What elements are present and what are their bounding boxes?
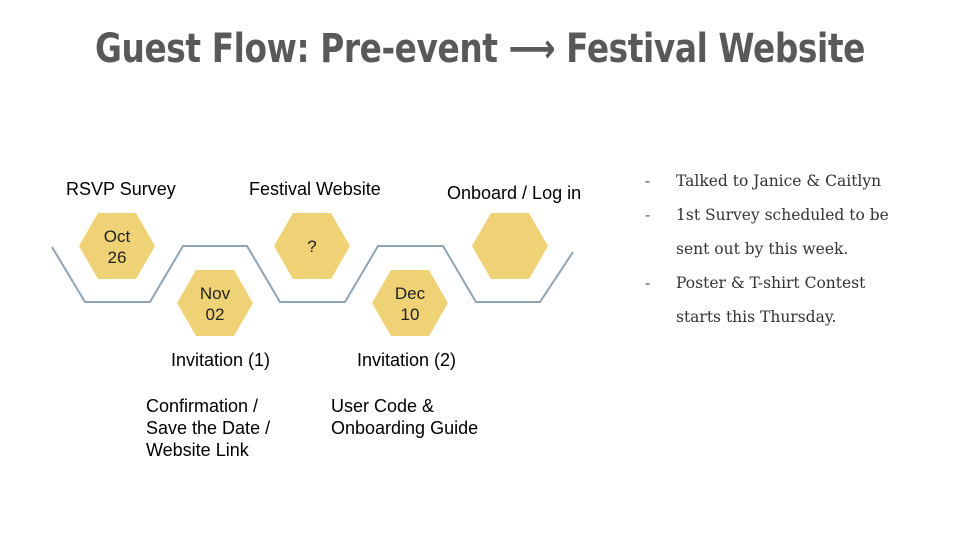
notes-list-item: - Talked to Janice & Caitlyn <box>645 164 945 198</box>
bullet-dash: - <box>645 274 651 292</box>
description-line: Save the Date / <box>146 418 271 438</box>
step-description-invitation-1: Confirmation / Save the Date / Website L… <box>146 395 270 461</box>
step-label-onboard-log-in: Onboard / Log in <box>447 183 582 203</box>
hexagon-festival-website <box>274 213 350 279</box>
hexagon-onboard <box>472 213 548 279</box>
hexagon-date-nov-02: Nov 02 <box>175 283 255 325</box>
hexagon-date-dec-10: Dec 10 <box>370 283 450 325</box>
note-text: sent out by this week. <box>676 240 849 258</box>
hexagon-date-month: Nov <box>199 284 231 303</box>
notes-list-item: - Poster & T-shirt Contest <box>645 266 945 300</box>
step-description-invitation-2: User Code & Onboarding Guide <box>331 395 478 439</box>
description-line: Confirmation / <box>146 396 259 416</box>
note-text: 1st Survey scheduled to be <box>676 206 889 224</box>
description-line: Onboarding Guide <box>331 418 479 438</box>
hexagon-date-day: 26 <box>107 248 127 267</box>
notes-list-continuation: sent out by this week. <box>645 232 945 266</box>
bullet-dash: - <box>645 172 651 190</box>
slide-title: Guest Flow: Pre-event ⟶ Festival Website <box>95 26 865 72</box>
notes-list-continuation: starts this Thursday. <box>645 300 945 334</box>
hexagon-oct-26 <box>79 213 155 279</box>
hexagon-date-day: 10 <box>400 305 420 324</box>
step-label-invitation-2: Invitation (2) <box>357 350 457 370</box>
hexagon-date-day: 02 <box>205 305 225 324</box>
description-line: User Code & <box>331 396 435 416</box>
note-text: Poster & T-shirt Contest <box>676 274 866 292</box>
notes-list-item: - 1st Survey scheduled to be <box>645 198 945 232</box>
hexagon-placeholder-text: ? <box>307 237 317 256</box>
description-line: Website Link <box>146 440 249 460</box>
hexagon-date-month: Oct <box>103 227 131 246</box>
timeline-zigzag-line <box>51 245 574 303</box>
hexagon-date-month: Dec <box>394 284 426 303</box>
hexagon-date-oct-26: Oct 26 <box>77 226 157 268</box>
hexagon-question-mark: ? <box>272 236 352 257</box>
note-text: starts this Thursday. <box>676 308 837 326</box>
step-label-rsvp-survey: RSVP Survey <box>66 179 176 199</box>
step-label-invitation-1: Invitation (1) <box>171 350 271 370</box>
hexagon-dec-10 <box>372 270 448 336</box>
note-text: Talked to Janice & Caitlyn <box>676 172 882 190</box>
hexagon-nov-02 <box>177 270 253 336</box>
bullet-dash: - <box>645 206 651 224</box>
step-label-festival-website: Festival Website <box>249 179 381 199</box>
notes-list: - Talked to Janice & Caitlyn - 1st Surve… <box>645 164 945 334</box>
